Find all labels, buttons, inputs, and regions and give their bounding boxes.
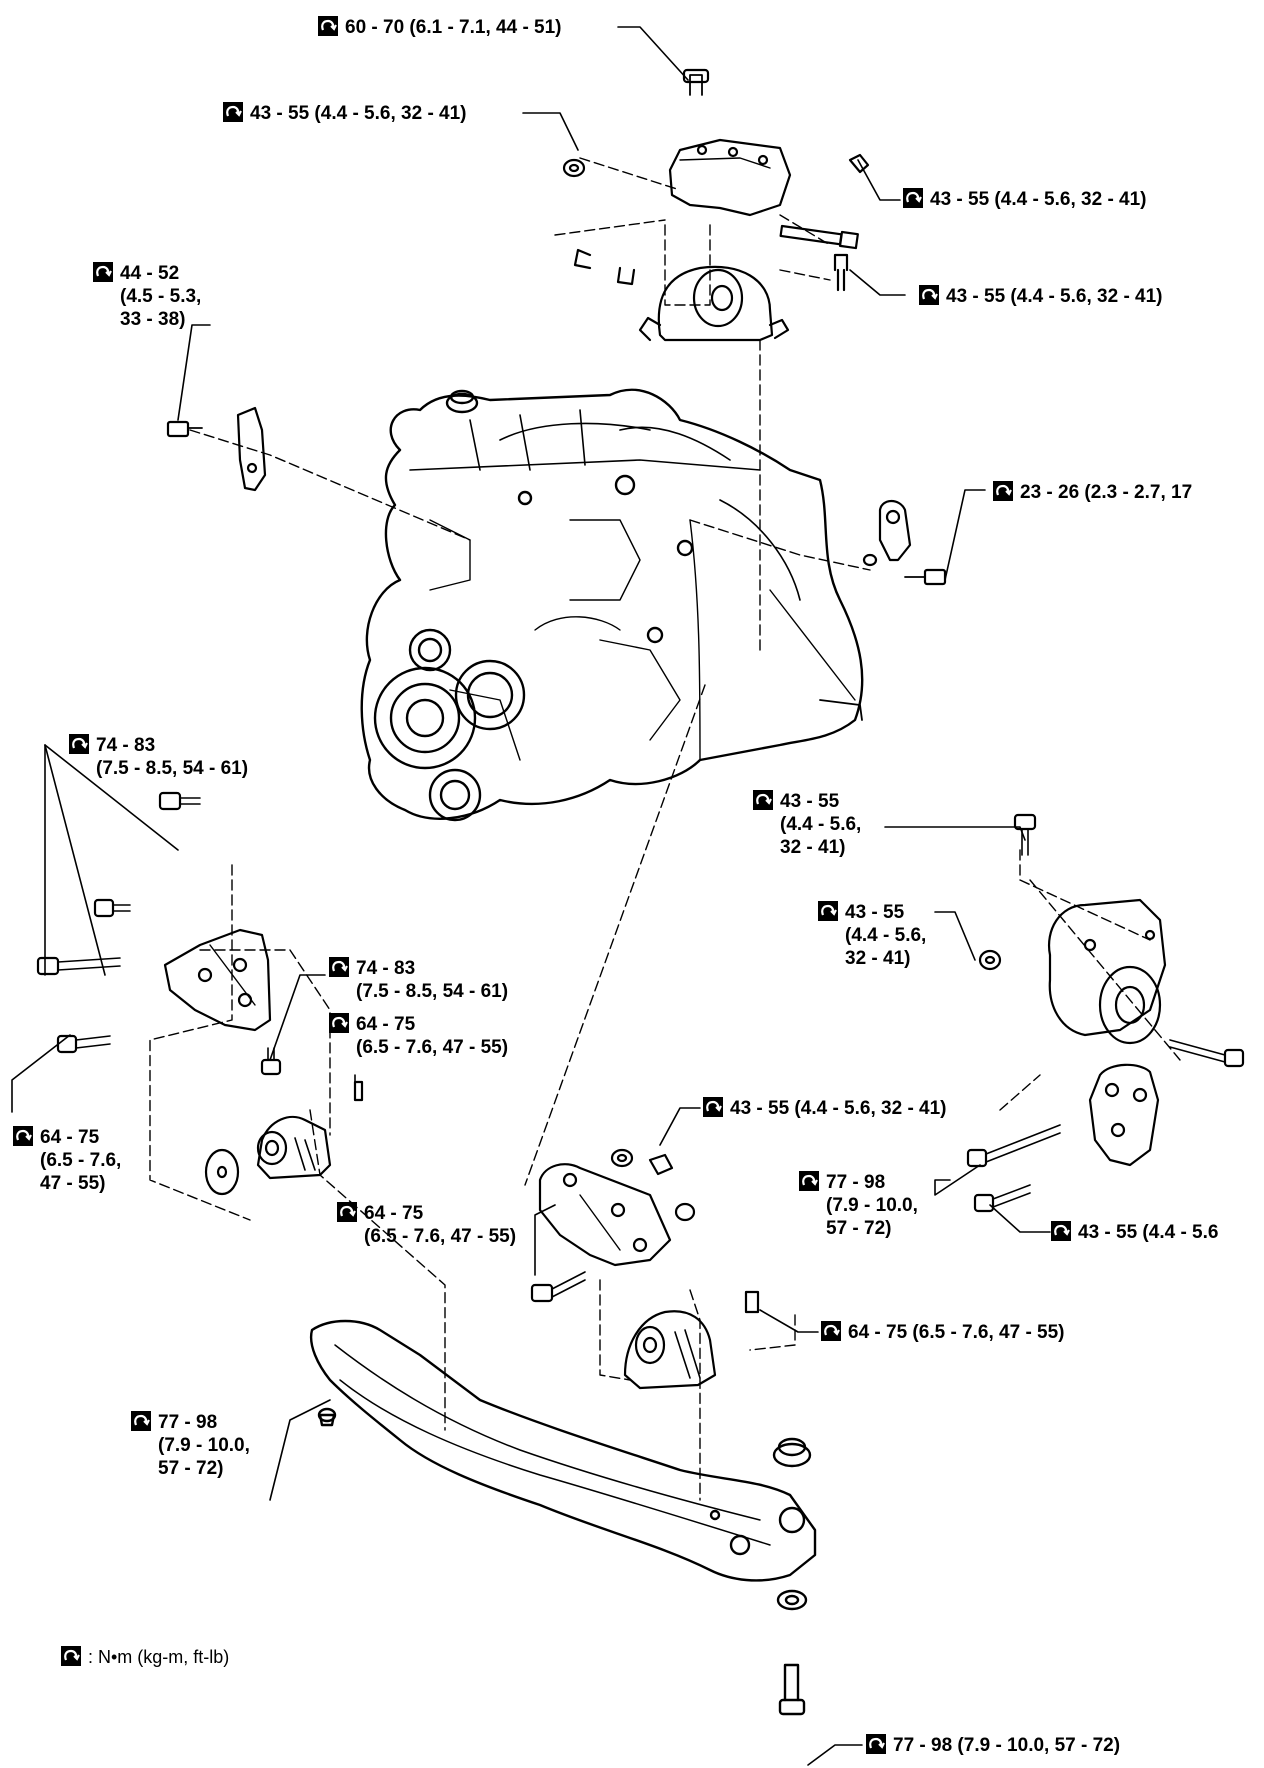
callout-text: (6.5 - 7.6, 47 - 55): [364, 1226, 517, 1247]
torque-wrench-icon: [865, 1733, 887, 1755]
callout-text: 32 - 41): [845, 948, 911, 969]
rear-insulator: [623, 1290, 760, 1390]
left-insulator: [204, 1080, 364, 1196]
torque-callout-right-mount-lower-bolt: 43 - 55 (4.4 - 5.6: [1050, 1220, 1218, 1244]
callout-text: 32 - 41): [780, 837, 846, 858]
legend-text: : N•m (kg-m, ft-lb): [88, 1647, 230, 1667]
torque-wrench-icon: [60, 1645, 82, 1667]
torque-wrench-icon: [798, 1170, 820, 1192]
torque-wrench-icon: [752, 789, 774, 811]
torque-wrench-icon: [92, 261, 114, 283]
torque-wrench-icon: [68, 733, 90, 755]
callout-text: 77 - 98 (7.9 - 10.0, 57 - 72): [893, 1735, 1121, 1756]
torque-callout-top-right-bolt-2: 43 - 55 (4.4 - 5.6, 32 - 41): [918, 284, 1163, 308]
callout-text: 77 - 98: [826, 1172, 886, 1193]
right-mount-bracket: [966, 1063, 1160, 1213]
center-member: [309, 1319, 817, 1716]
callout-text: (7.9 - 10.0,: [826, 1195, 918, 1216]
torque-wrench-icon: [328, 956, 350, 978]
callout-text: 23 - 26 (2.3 - 2.7, 17: [1020, 482, 1193, 503]
callout-text: 43 - 55: [780, 791, 840, 812]
callout-text: (6.5 - 7.6, 47 - 55): [356, 1037, 509, 1058]
rear-mount-bracket: [530, 1148, 696, 1303]
torque-callout-left-mount-nut: 74 - 83 (7.5 - 8.5, 54 - 61): [328, 956, 508, 1003]
torque-callout-left-mount-bolts: 74 - 83 (7.5 - 8.5, 54 - 61): [68, 733, 248, 780]
torque-callout-crossmember-bolt: 77 - 98 (7.9 - 10.0, 57 - 72): [865, 1733, 1120, 1757]
callout-text: 43 - 55 (4.4 - 5.6, 32 - 41): [250, 103, 467, 124]
torque-callout-left-mount-stud: 64 - 75 (6.5 - 7.6, 47 - 55): [328, 1012, 508, 1059]
callout-text: 77 - 98: [158, 1412, 218, 1433]
left-engine-bracket: [166, 406, 267, 492]
torque-wrench-icon: [820, 1320, 842, 1342]
torque-wrench-icon: [702, 1096, 724, 1118]
callout-text: 64 - 75 (6.5 - 7.6, 47 - 55): [848, 1322, 1065, 1343]
callout-text: (4.5 - 5.3,: [120, 286, 202, 307]
callout-text: 43 - 55: [845, 902, 905, 923]
torque-callout-right-mount-top-bolt: 43 - 55 (4.4 - 5.6, 32 - 41): [752, 789, 861, 859]
torque-legend: : N•m (kg-m, ft-lb): [60, 1645, 229, 1669]
callout-text: (7.9 - 10.0,: [158, 1435, 250, 1456]
torque-callout-right-bracket-bolt: 23 - 26 (2.3 - 2.7, 17: [992, 480, 1192, 504]
callout-text: 44 - 52: [120, 263, 180, 284]
torque-callout-crossmember-nut: 77 - 98 (7.9 - 10.0, 57 - 72): [130, 1410, 250, 1480]
torque-callout-left-bracket-bolt: 44 - 52 (4.5 - 5.3, 33 - 38): [92, 261, 201, 331]
callout-text: 60 - 70 (6.1 - 7.1, 44 - 51): [345, 17, 562, 38]
torque-callout-rear-mount-bolt: 64 - 75 (6.5 - 7.6, 47 - 55): [336, 1201, 516, 1248]
left-mount-bracket: [36, 791, 282, 1076]
torque-wrench-icon: [130, 1410, 152, 1432]
callout-text: 74 - 83: [96, 735, 156, 756]
torque-callout-top-bolt: 60 - 70 (6.1 - 7.1, 44 - 51): [317, 15, 562, 39]
torque-callout-left-lower-bolt: 64 - 75 (6.5 - 7.6, 47 - 55): [12, 1125, 121, 1195]
torque-callout-top-right-bolt-1: 43 - 55 (4.4 - 5.6, 32 - 41): [902, 187, 1147, 211]
callout-text: 64 - 75: [40, 1127, 100, 1148]
callout-text: (7.5 - 8.5, 54 - 61): [96, 758, 249, 779]
engine-block: [360, 388, 864, 822]
callout-text: 43 - 55 (4.4 - 5.6, 32 - 41): [946, 286, 1163, 307]
callout-text: 43 - 55 (4.4 - 5.6: [1078, 1222, 1219, 1243]
callout-text: 43 - 55 (4.4 - 5.6, 32 - 41): [730, 1098, 947, 1119]
torque-wrench-icon: [902, 187, 924, 209]
callout-text: (6.5 - 7.6,: [40, 1150, 122, 1171]
torque-wrench-icon: [918, 284, 940, 306]
callout-text: 74 - 83: [356, 958, 416, 979]
torque-wrench-icon: [12, 1125, 34, 1147]
right-mount-insulator: [978, 813, 1245, 1068]
alignment-lines: [149, 157, 1181, 1501]
callout-text: 43 - 55 (4.4 - 5.6, 32 - 41): [930, 189, 1147, 210]
torque-callout-right-mount-through-bolt: 77 - 98 (7.9 - 10.0, 57 - 72): [798, 1170, 918, 1240]
callout-text: 57 - 72): [826, 1218, 892, 1239]
torque-wrench-icon: [1050, 1220, 1072, 1242]
callout-text: 64 - 75: [364, 1203, 424, 1224]
leader-lines: [11, 26, 1051, 1766]
torque-callout-right-mount-nut: 43 - 55 (4.4 - 5.6, 32 - 41): [817, 900, 926, 970]
callout-text: 47 - 55): [40, 1173, 106, 1194]
torque-wrench-icon: [336, 1201, 358, 1223]
torque-callout-rear-mount-nut: 43 - 55 (4.4 - 5.6, 32 - 41): [702, 1096, 947, 1120]
torque-wrench-icon: [817, 900, 839, 922]
torque-wrench-icon: [328, 1012, 350, 1034]
torque-wrench-icon: [222, 101, 244, 123]
torque-callout-rear-mount-stud: 64 - 75 (6.5 - 7.6, 47 - 55): [820, 1320, 1065, 1344]
torque-callout-top-left-nut: 43 - 55 (4.4 - 5.6, 32 - 41): [222, 101, 467, 125]
callout-text: (4.4 - 5.6,: [845, 925, 927, 946]
callout-text: 57 - 72): [158, 1458, 224, 1479]
top-insulator: [638, 253, 849, 342]
callout-text: (7.5 - 8.5, 54 - 61): [356, 981, 509, 1002]
torque-wrench-icon: [317, 15, 339, 37]
right-engine-bracket: [862, 499, 947, 586]
callout-text: (4.4 - 5.6,: [780, 814, 862, 835]
torque-wrench-icon: [992, 480, 1014, 502]
callout-text: 64 - 75: [356, 1014, 416, 1035]
top-mount-bracket: [562, 68, 870, 286]
callout-text: 33 - 38): [120, 309, 186, 330]
